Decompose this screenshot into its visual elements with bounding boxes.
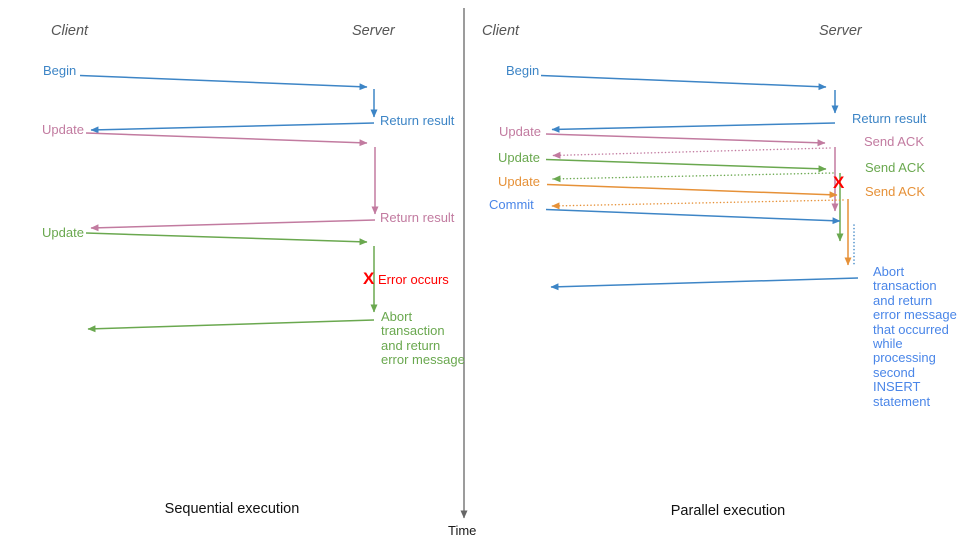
par-update2-label: Update bbox=[498, 150, 540, 165]
par-return1-arrow bbox=[551, 122, 836, 133]
seq-title: Sequential execution bbox=[164, 501, 300, 517]
par-return1-label: Return result bbox=[852, 111, 927, 126]
par-ack2-arrow bbox=[552, 172, 834, 183]
seq-begin-label: Begin bbox=[43, 63, 77, 78]
seq-begin-arrow bbox=[79, 74, 368, 91]
par-server-label: Server bbox=[819, 23, 862, 39]
par-abort-arrow bbox=[550, 277, 859, 291]
seq-server-label: Server bbox=[352, 23, 395, 39]
par-update2-arrow bbox=[545, 158, 827, 173]
par-error-x-icon: X bbox=[833, 173, 845, 192]
seq-update1-arrow bbox=[85, 132, 368, 147]
par-ack3-arrow bbox=[551, 199, 844, 210]
seq-abort-arrow bbox=[87, 319, 375, 333]
par-client-label: Client bbox=[482, 23, 520, 39]
seq-return1-label: Return result bbox=[380, 113, 455, 128]
par-update1-arrow bbox=[545, 133, 826, 147]
par-update3-label: Update bbox=[498, 174, 540, 189]
seq-abort-label: Abort transaction and return error messa… bbox=[381, 309, 465, 368]
seq-return1-arrow bbox=[90, 122, 375, 134]
par-ack2-label: Send ACK bbox=[865, 160, 925, 175]
par-commit-label: Commit bbox=[489, 197, 534, 212]
par-begin-label: Begin bbox=[506, 63, 540, 78]
par-title: Parallel execution bbox=[670, 503, 786, 519]
time-axis-label: Time bbox=[448, 523, 477, 538]
par-begin-arrow bbox=[540, 74, 827, 91]
seq-update1-label: Update bbox=[42, 122, 84, 137]
par-ack1-arrow bbox=[552, 147, 831, 159]
par-update3-arrow bbox=[546, 183, 838, 199]
seq-update2-label: Update bbox=[42, 225, 84, 240]
par-abort-label: Abort transaction and return error messa… bbox=[873, 264, 957, 409]
seq-return2-arrow bbox=[90, 219, 376, 232]
seq-update2-arrow bbox=[85, 232, 368, 246]
seq-client-label: Client bbox=[51, 23, 89, 39]
seq-return2-label: Return result bbox=[380, 210, 455, 225]
par-commit-arrow bbox=[545, 208, 841, 225]
seq-error-x-icon: X bbox=[363, 269, 375, 288]
seq-error-label: Error occurs bbox=[378, 272, 449, 287]
par-update1-label: Update bbox=[499, 124, 541, 139]
par-ack3-label: Send ACK bbox=[865, 184, 925, 199]
par-ack1-label: Send ACK bbox=[864, 134, 924, 149]
